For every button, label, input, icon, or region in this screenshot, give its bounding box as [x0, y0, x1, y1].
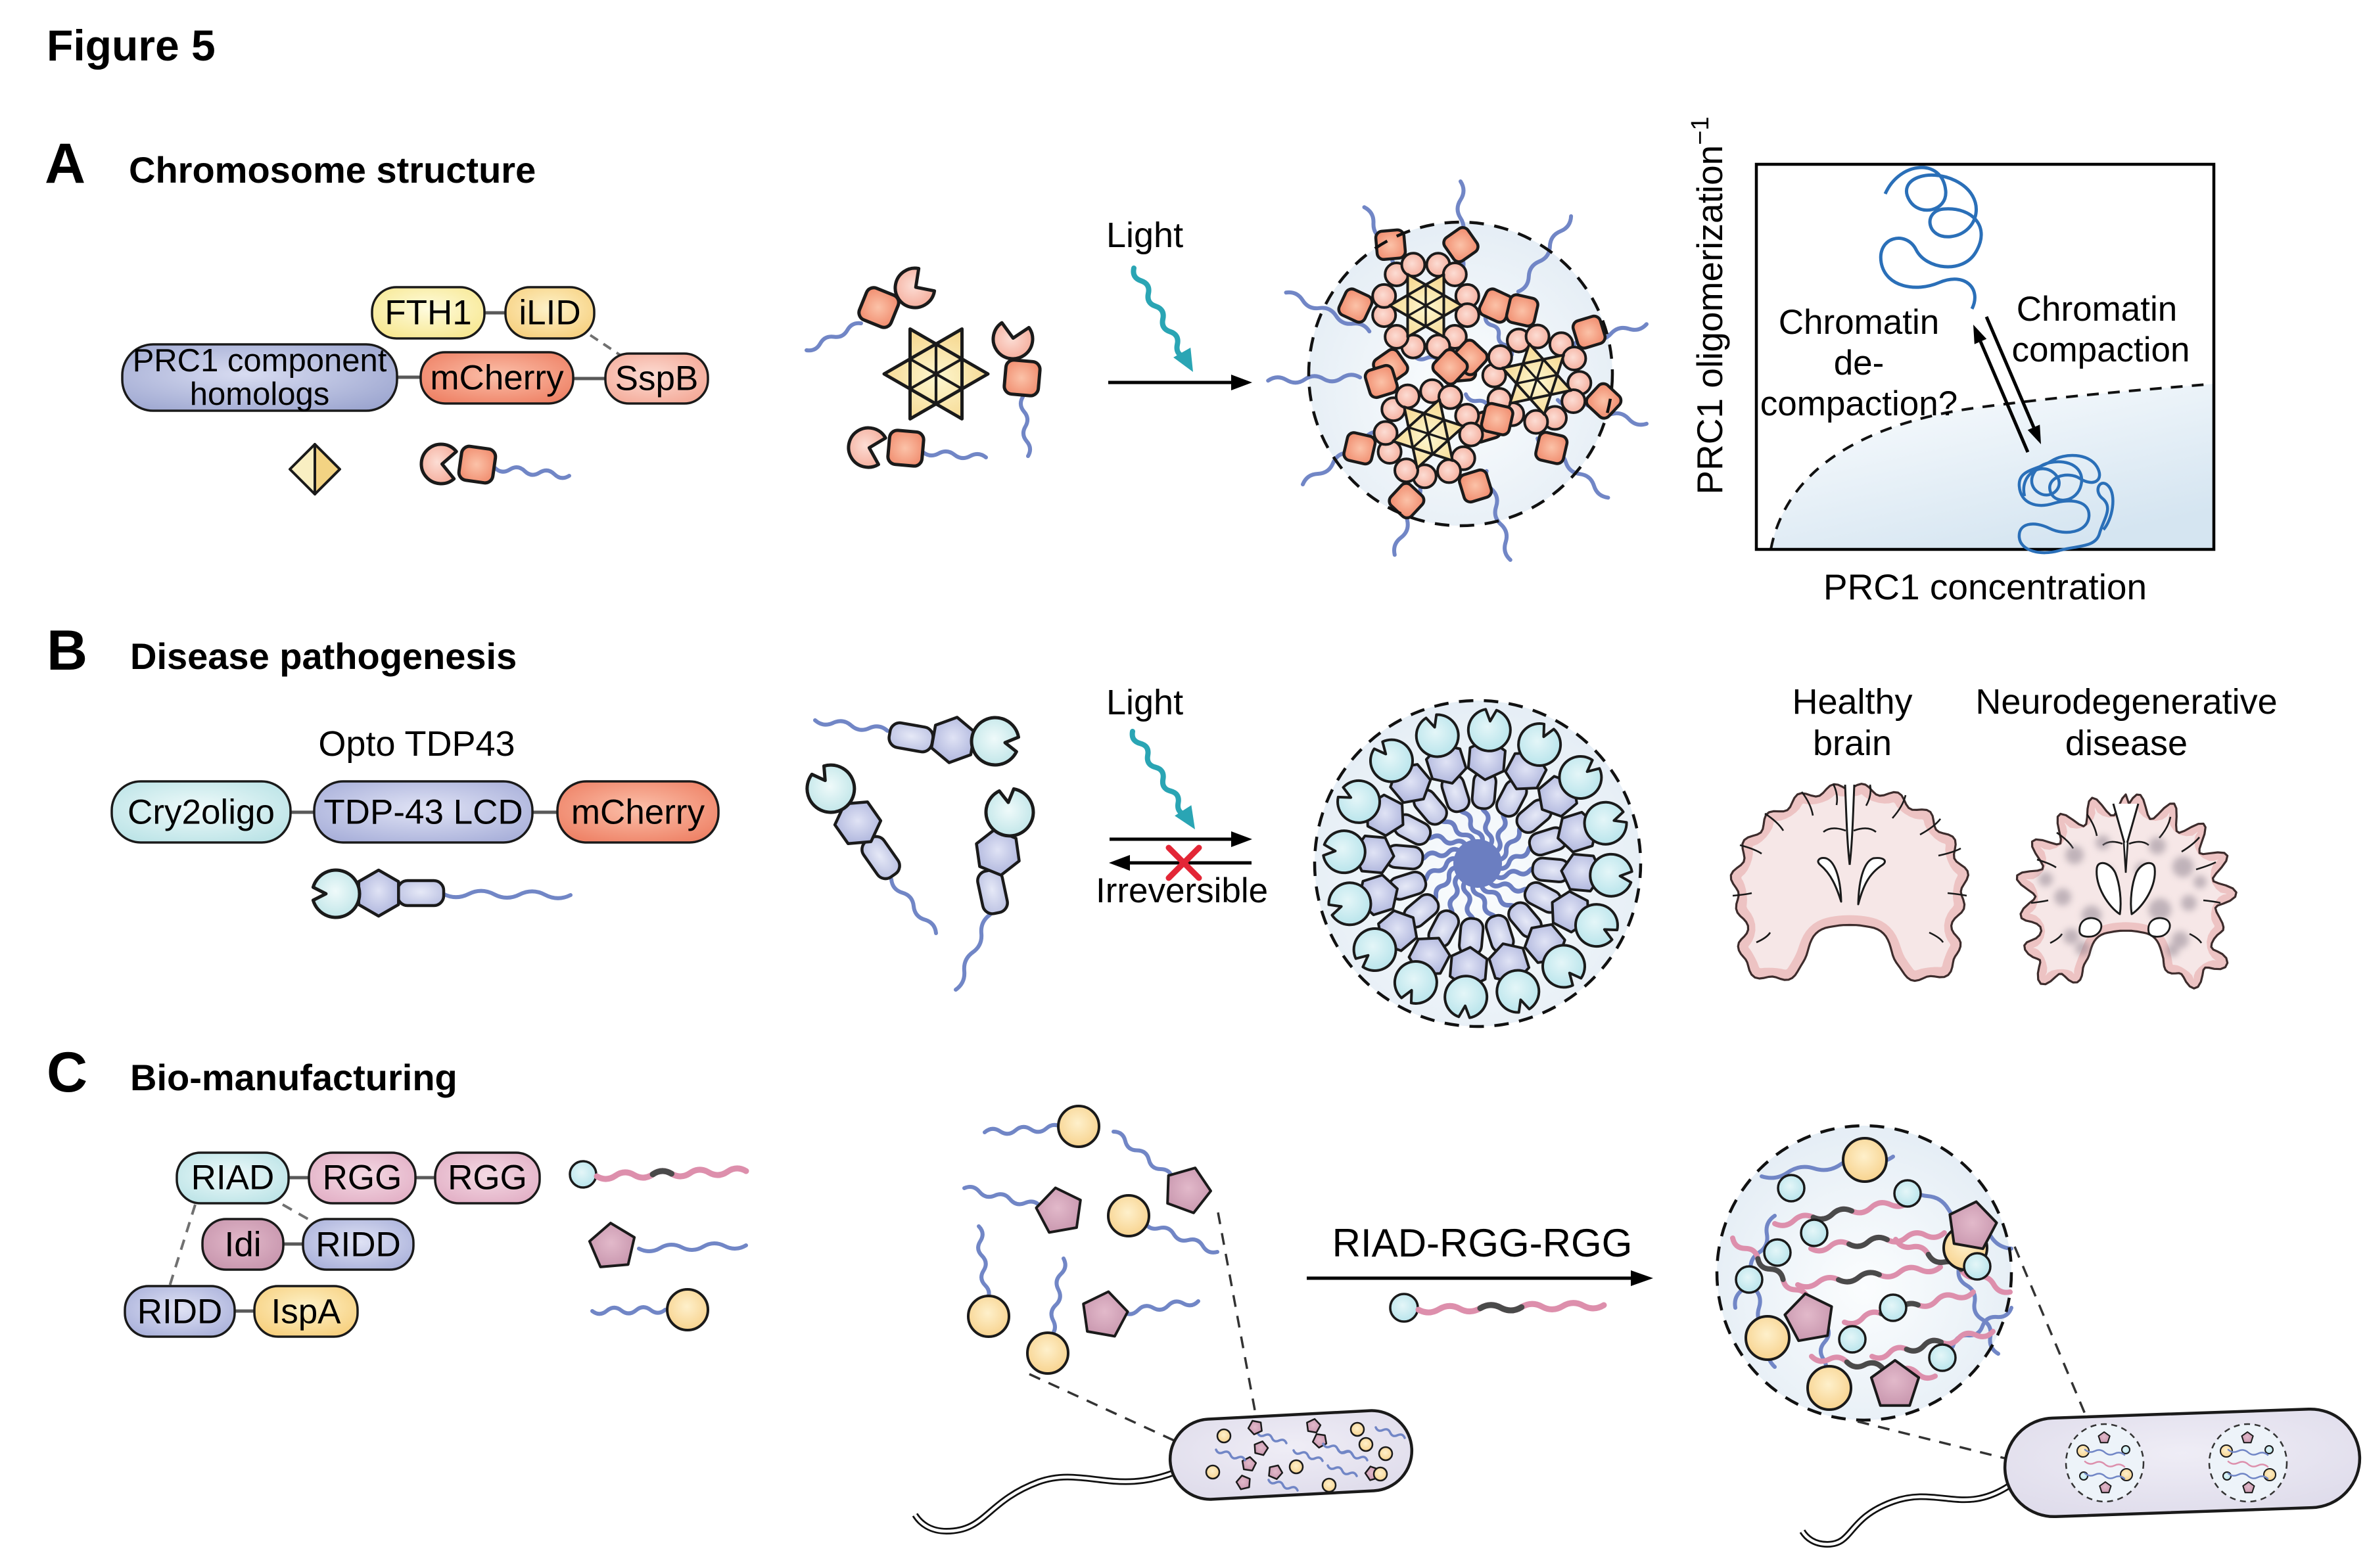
svg-text:Idi: Idi — [225, 1226, 262, 1264]
svg-text:Figure 5: Figure 5 — [47, 21, 216, 70]
svg-text:iLID: iLID — [519, 294, 580, 333]
svg-text:PRC1 concentration: PRC1 concentration — [1823, 566, 2147, 607]
svg-text:mCherry: mCherry — [571, 793, 705, 832]
svg-text:Opto TDP43: Opto TDP43 — [318, 724, 515, 764]
svg-text:PRC1 oligomerization−1: PRC1 oligomerization−1 — [1687, 116, 1730, 494]
svg-text:RIDD: RIDD — [137, 1293, 223, 1331]
svg-text:Healthy: Healthy — [1792, 682, 1912, 722]
svg-text:RGG: RGG — [323, 1159, 402, 1197]
svg-text:PRC1 component: PRC1 component — [133, 343, 387, 379]
svg-text:compaction: compaction — [2011, 331, 2190, 369]
svg-text:A: A — [45, 132, 85, 195]
svg-text:RIAD: RIAD — [191, 1159, 275, 1197]
svg-text:Neurodegenerative: Neurodegenerative — [1975, 682, 2277, 722]
svg-text:RIAD-RGG-RGG: RIAD-RGG-RGG — [1332, 1221, 1633, 1265]
svg-text:SspB: SspB — [615, 359, 699, 398]
svg-text:Light: Light — [1106, 683, 1183, 722]
svg-text:B: B — [47, 619, 87, 682]
svg-text:de-: de- — [1834, 344, 1885, 382]
svg-text:compaction?: compaction? — [1760, 384, 1958, 423]
svg-text:brain: brain — [1813, 724, 1892, 763]
svg-text:mCherry: mCherry — [430, 359, 564, 398]
svg-text:Light: Light — [1106, 216, 1183, 255]
svg-text:C: C — [47, 1041, 87, 1104]
svg-text:RIDD: RIDD — [316, 1226, 401, 1264]
svg-text:disease: disease — [2065, 724, 2188, 763]
svg-text:Bio-manufacturing: Bio-manufacturing — [130, 1057, 457, 1098]
svg-text:TDP-43 LCD: TDP-43 LCD — [323, 793, 523, 832]
svg-text:Chromatin: Chromatin — [1779, 303, 1939, 342]
svg-text:FTH1: FTH1 — [385, 294, 472, 333]
svg-text:RGG: RGG — [448, 1159, 527, 1197]
svg-text:Chromatin: Chromatin — [2017, 290, 2177, 329]
svg-text:Disease pathogenesis: Disease pathogenesis — [130, 635, 517, 677]
svg-text:homologs: homologs — [190, 377, 329, 412]
svg-text:Irreversible: Irreversible — [1096, 871, 1268, 910]
svg-text:Cry2oligo: Cry2oligo — [128, 793, 275, 832]
svg-text:IspA: IspA — [271, 1293, 341, 1331]
svg-text:Chromosome structure: Chromosome structure — [129, 149, 536, 191]
